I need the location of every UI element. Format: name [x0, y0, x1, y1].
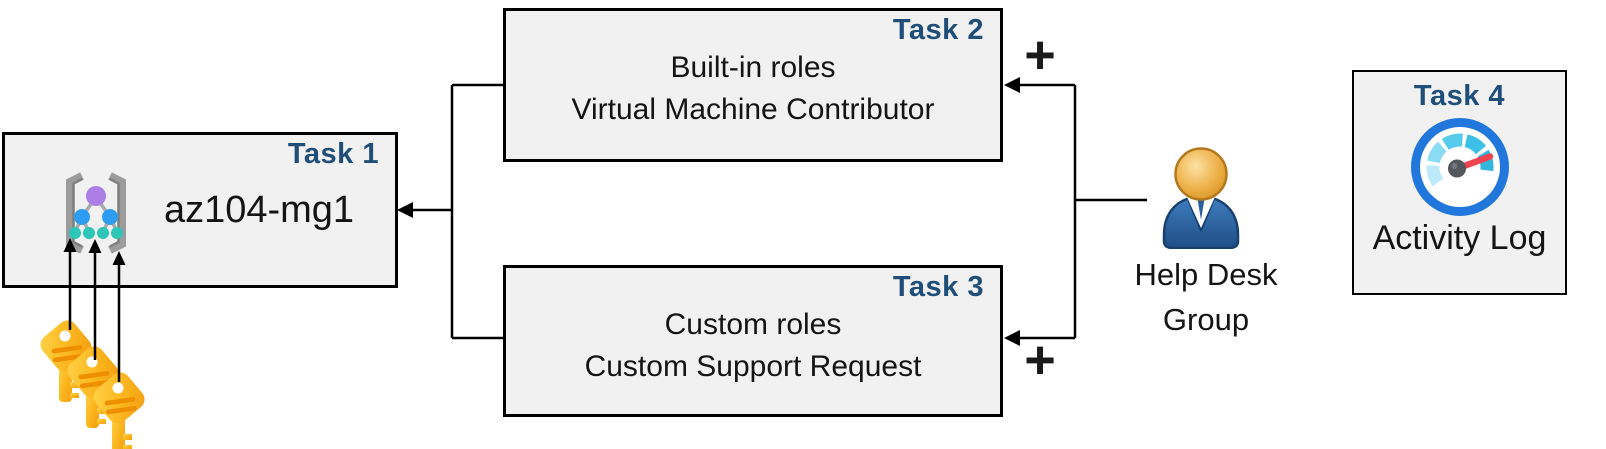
task1-box: Task 1 az104-mg1	[2, 132, 398, 288]
group-label-line1: Help Desk	[1134, 257, 1278, 292]
plus-sign-top: +	[1024, 25, 1056, 85]
activity-log-gauge-icon	[1410, 118, 1509, 216]
task4-box: Task 4 Activity Log	[1352, 70, 1567, 295]
keys-icon	[36, 318, 149, 449]
task3-box: Task 3 Custom roles Custom Support Reque…	[503, 265, 1003, 417]
task3-line2: Custom Support Request	[584, 350, 922, 383]
arrowhead-task1	[397, 202, 413, 218]
user-icon	[1162, 147, 1240, 249]
management-group-icon	[66, 172, 126, 254]
task3-label: Task 3	[892, 271, 984, 303]
task3-line1: Custom roles	[664, 308, 842, 341]
left-bracket-line	[450, 83, 505, 340]
group-label-line2: Group	[1162, 302, 1250, 337]
task2-label: Task 2	[892, 14, 984, 46]
task1-label: Task 1	[287, 138, 379, 170]
task4-caption: Activity Log	[1372, 219, 1547, 257]
task2-line1: Built-in roles	[670, 51, 836, 84]
group-label: Help Desk Group	[1095, 252, 1317, 342]
task2-box: Task 2 Built-in roles Virtual Machine Co…	[503, 8, 1003, 162]
management-group-name: az104-mg1	[163, 189, 355, 231]
right-bracket-line	[1018, 83, 1077, 340]
task2-line2: Virtual Machine Contributor	[571, 93, 935, 126]
task4-label: Task 4	[1413, 80, 1506, 112]
plus-sign-bottom: +	[1024, 330, 1056, 390]
